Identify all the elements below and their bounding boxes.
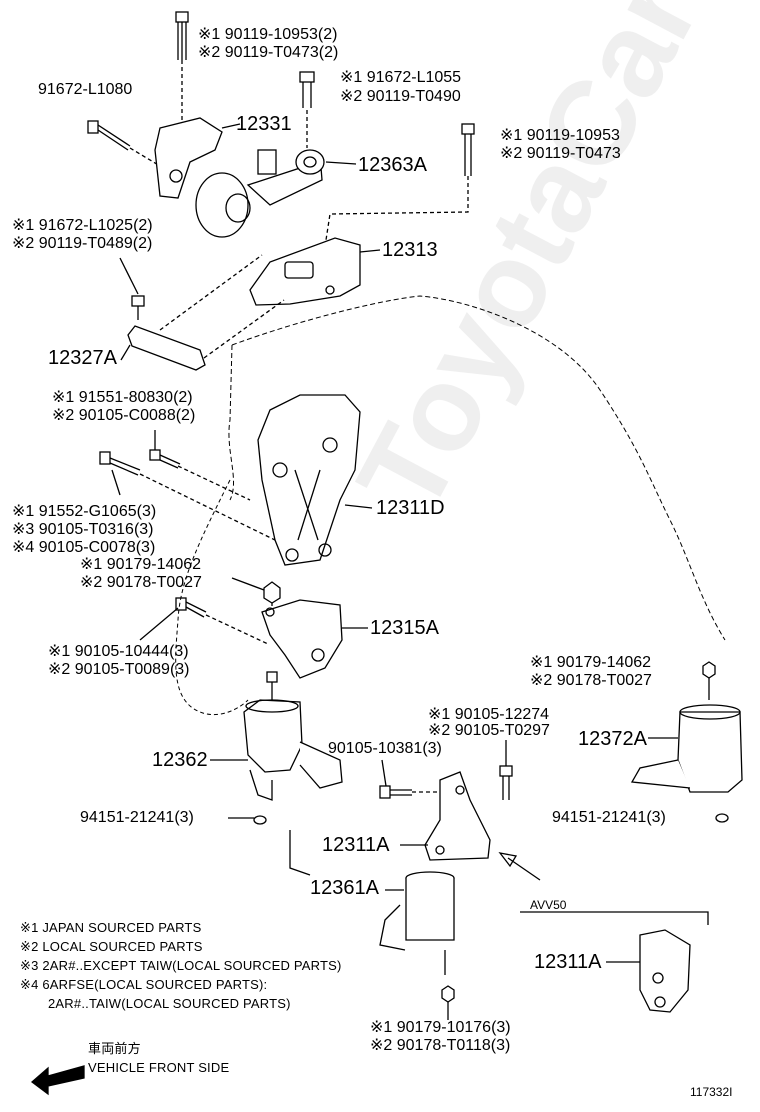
bolt-top-icon <box>175 11 189 120</box>
part-label: ※1 90179-10176(3) <box>370 1019 511 1036</box>
part-label: 12313 <box>382 239 438 261</box>
part-label: 12315A <box>370 617 439 639</box>
arrow-icon <box>498 852 541 881</box>
part-label: 12363A <box>358 154 427 176</box>
bracket-12313-icon <box>249 237 381 306</box>
part-label: ※1 91672-L1025(2) <box>12 217 153 234</box>
part-label: 90105-10381(3) <box>328 740 442 757</box>
part-label: 12311A <box>534 951 602 973</box>
bolt-mid-icon <box>299 71 315 148</box>
part-label: 12311A <box>322 834 390 856</box>
transmission-outline <box>175 479 249 716</box>
note-line: ※3 2AR#..EXCEPT TAIW(LOCAL SOURCED PARTS… <box>20 958 342 973</box>
part-label: 12331 <box>236 113 292 135</box>
engine-outline-left <box>228 344 234 501</box>
part-label: ※1 90105-10444(3) <box>48 643 189 660</box>
diagram-id: 117332I <box>690 1085 733 1099</box>
part-label: 12361A <box>310 877 379 899</box>
part-label: ※1 91551-80830(2) <box>52 389 193 406</box>
mount-12372a-icon <box>630 661 743 793</box>
part-label: ※1 90105-12274 <box>428 706 550 723</box>
part-label: ※1 91552-G1065(3) <box>12 503 157 520</box>
part-label: ※2 90178-T0118(3) <box>370 1037 511 1054</box>
bolt-low-icon <box>139 597 269 645</box>
part-label: ※2 90105-C0088(2) <box>52 407 196 424</box>
part-label: ※2 90119-T0473(2) <box>198 44 339 61</box>
part-label: ※2 90178-T0027 <box>80 574 202 591</box>
part-label: ※2 90105-T0089(3) <box>48 661 190 678</box>
part-label: ※4 90105-C0078(3) <box>12 539 156 556</box>
bolt-right-icon <box>325 123 475 241</box>
bracket-12311d-icon <box>257 394 373 566</box>
bolt-left-icon <box>119 257 145 320</box>
part-label: ※2 90105-T0297 <box>428 722 550 739</box>
part-label: 12311D <box>376 497 445 519</box>
mount-12363a-icon <box>195 149 357 238</box>
part-label: 94151-21241(3) <box>552 809 666 826</box>
bracket-12315a-icon <box>261 599 368 679</box>
part-label: 12327A <box>48 347 117 369</box>
bolt-brk-icon <box>149 430 251 501</box>
bolt-c-icon <box>499 740 513 800</box>
bolt-side-icon <box>99 451 276 541</box>
bracket-12311a-icon <box>400 771 491 861</box>
bracket-12331-icon <box>154 117 241 199</box>
part-label: 12362 <box>152 749 208 771</box>
part-label: ※1 90179-14062 <box>530 654 652 671</box>
note-line: 2AR#..TAIW(LOCAL SOURCED PARTS) <box>48 996 291 1011</box>
mount-12362-icon <box>210 671 343 801</box>
nut-bottom-icon <box>441 985 455 1020</box>
part-label: 91672-L1080 <box>38 81 133 98</box>
stay-12327a-icon <box>120 254 285 371</box>
washer-right-icon <box>715 813 729 823</box>
part-label: ※2 90178-T0027 <box>530 672 652 689</box>
front-label-en: VEHICLE FRONT SIDE <box>88 1060 230 1075</box>
engine-outline <box>231 295 726 641</box>
bolt-10381-icon <box>379 759 440 799</box>
note-line: ※4 6ARFSE(LOCAL SOURCED PARTS): <box>20 977 268 992</box>
part-label: ※2 90119-T0489(2) <box>12 235 153 252</box>
part-label: ※1 90179-14062 <box>80 556 202 573</box>
front-label-jp: 車両前方 <box>88 1041 141 1056</box>
part-label: ※1 91672-L1055 <box>340 69 462 86</box>
avv50-label: AVV50 <box>530 898 567 912</box>
part-label: ※2 90119-T0490 <box>340 88 461 105</box>
avv50-bracket-line <box>520 911 709 925</box>
part-label: ※1 90119-10953 <box>500 127 620 144</box>
part-label: ※3 90105-T0316(3) <box>12 521 154 538</box>
mount-12361a-icon <box>379 871 455 975</box>
note-line: ※1 JAPAN SOURCED PARTS <box>20 920 202 935</box>
front-arrow-icon <box>30 1065 85 1096</box>
part-label: 12372A <box>578 728 647 750</box>
washer-left-icon <box>253 815 267 825</box>
part-label: ※2 90119-T0473 <box>500 145 621 162</box>
nut-icon <box>231 577 281 618</box>
note-line: ※2 LOCAL SOURCED PARTS <box>20 939 203 954</box>
leader-12361a <box>289 830 311 876</box>
bracket-12311a-avv50-icon <box>606 929 691 1013</box>
part-label: ※1 90119-10953(2) <box>198 26 338 43</box>
part-label: 94151-21241(3) <box>80 809 194 826</box>
